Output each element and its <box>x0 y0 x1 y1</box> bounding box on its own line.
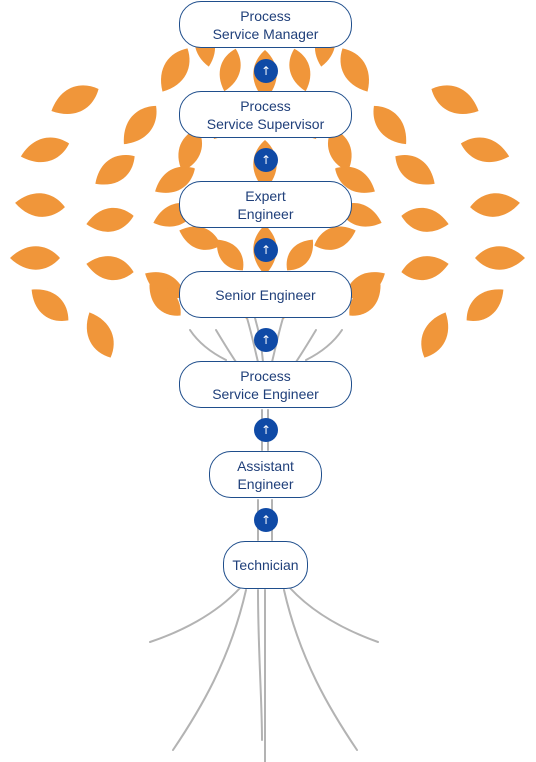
branch-line <box>246 317 259 363</box>
level-label: Process Service Manager <box>212 7 319 42</box>
branch-line <box>257 589 263 741</box>
leaf-shape <box>335 166 375 193</box>
branch-line <box>215 329 237 363</box>
level-process-service-engineer: Process Service Engineer <box>179 361 352 408</box>
level-process-service-manager: Process Service Manager <box>179 1 352 48</box>
leaf-shape <box>86 256 134 280</box>
leaf-shape <box>373 105 407 145</box>
leaf-shape <box>179 226 221 250</box>
leaf-shape <box>31 289 69 322</box>
arrow-up-icon: ↑ <box>254 418 278 442</box>
leaf-shape <box>345 272 385 299</box>
arrow-up-icon: ↑ <box>254 328 278 352</box>
level-label: Process Service Engineer <box>212 367 319 402</box>
leaf-shape <box>155 166 195 193</box>
leaf-shape <box>470 193 520 217</box>
leaf-shape <box>86 312 114 358</box>
leaf-shape <box>460 137 510 163</box>
leaf-shape <box>161 48 190 92</box>
leaf-shape <box>286 239 313 271</box>
leaf-shape <box>401 208 449 232</box>
branch-line <box>305 329 343 361</box>
level-label: Process Service Supervisor <box>206 97 325 132</box>
arrow-up-icon: ↑ <box>254 59 278 83</box>
leaf-shape <box>123 105 157 145</box>
level-label: Assistant Engineer <box>237 457 294 492</box>
leaf-shape <box>178 128 202 172</box>
level-senior-engineer: Senior Engineer <box>179 271 352 318</box>
branch-line <box>189 329 227 361</box>
leaf-shape <box>15 193 65 217</box>
branch-line <box>172 589 247 751</box>
leaf-shape <box>395 155 435 185</box>
leaf-shape <box>219 48 241 92</box>
leaf-shape <box>86 208 134 232</box>
leaf-shape <box>421 312 449 358</box>
branch-line <box>295 329 317 363</box>
leaf-shape <box>10 246 60 270</box>
leaf-shape <box>328 128 352 172</box>
leaf-shape <box>431 85 479 115</box>
level-assistant-engineer: Assistant Engineer <box>209 451 322 498</box>
level-technician: Technician <box>223 541 308 589</box>
leaf-shape <box>349 284 381 316</box>
tree-leaves <box>10 23 525 358</box>
branch-line <box>149 587 241 643</box>
arrow-up-icon: ↑ <box>254 148 278 172</box>
leaf-shape <box>149 284 181 316</box>
leaf-shape <box>340 48 369 92</box>
arrow-up-icon: ↑ <box>254 508 278 532</box>
branch-line <box>283 589 358 751</box>
branch-line <box>289 587 379 643</box>
leaf-shape <box>145 272 185 299</box>
arrow-up-icon: ↑ <box>254 238 278 262</box>
leaf-shape <box>51 85 99 115</box>
level-label: Technician <box>232 557 299 573</box>
leaf-shape <box>314 226 356 250</box>
level-label: Expert Engineer <box>237 187 294 222</box>
leaf-shape <box>20 137 70 163</box>
leaf-shape <box>466 289 504 322</box>
level-expert-engineer: Expert Engineer <box>179 181 352 228</box>
leaf-shape <box>289 48 311 92</box>
leaf-shape <box>475 246 525 270</box>
leaf-shape <box>217 239 244 271</box>
leaf-shape <box>95 155 135 185</box>
leaf-shape <box>401 256 449 280</box>
level-label: Senior Engineer <box>215 286 316 303</box>
level-process-service-supervisor: Process Service Supervisor <box>179 91 352 138</box>
